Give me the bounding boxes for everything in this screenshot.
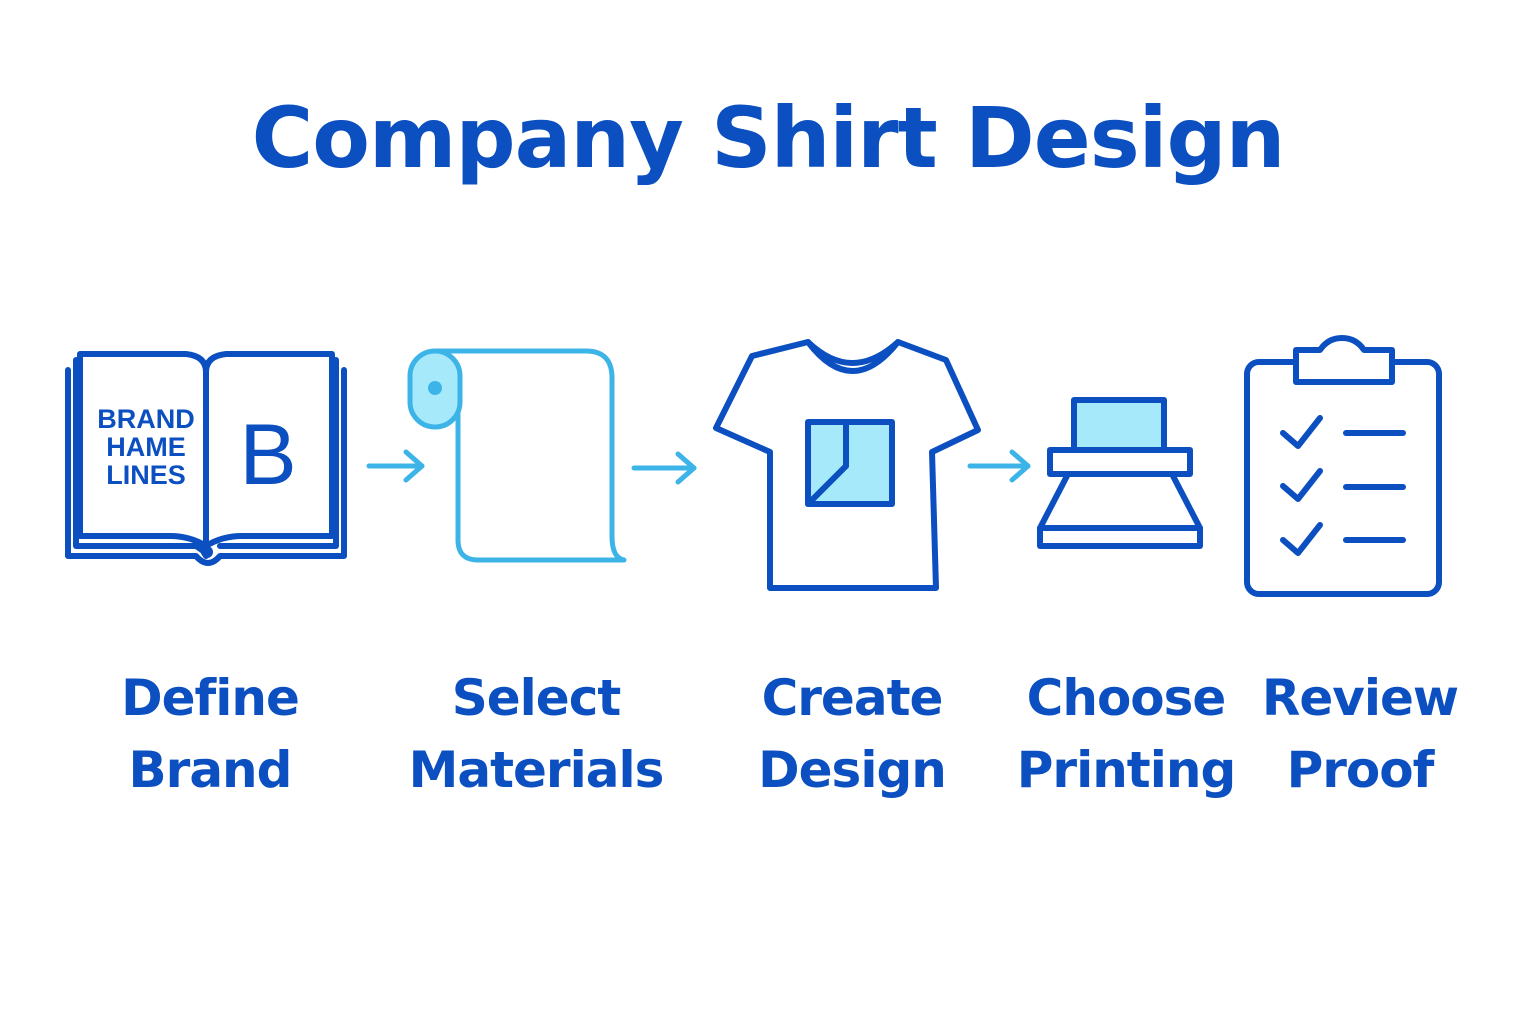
step-label-line: Proof: [1286, 741, 1435, 799]
step-label-line: Choose: [1026, 669, 1227, 727]
svg-text:BRAND: BRAND: [97, 404, 195, 434]
svg-text:LINES: LINES: [106, 460, 186, 490]
diagram-title: Company Shirt Design: [251, 89, 1286, 187]
step-label-select-materials: Select Materials: [406, 662, 666, 806]
step-label-line: Create: [761, 669, 944, 727]
arrow-right-icon: [366, 449, 425, 483]
arrow-right-icon: [967, 449, 1031, 483]
step-label-line: Design: [758, 741, 947, 799]
step-label-line: Printing: [1016, 741, 1236, 799]
step-label-line: Select: [451, 669, 622, 727]
svg-text:HAME: HAME: [106, 432, 186, 462]
step-label-review-proof: Review Proof: [1230, 662, 1490, 806]
svg-text:B: B: [239, 407, 296, 503]
paper-roll-icon: [407, 348, 627, 563]
t-shirt-icon: [713, 339, 981, 591]
step-label-create-design: Create Design: [722, 662, 982, 806]
step-label-choose-printing: Choose Printing: [996, 662, 1256, 806]
step-label-line: Brand: [128, 741, 293, 799]
book-icon: BRAND HAME LINES B: [65, 351, 347, 566]
clipboard-checklist-icon: [1244, 335, 1442, 597]
step-label-define-brand: Define Brand: [80, 662, 340, 806]
printer-icon: [1037, 397, 1203, 549]
step-label-line: Review: [1261, 669, 1459, 727]
arrow-right-icon: [631, 451, 697, 485]
step-label-line: Define: [121, 669, 300, 727]
step-label-line: Materials: [408, 741, 665, 799]
